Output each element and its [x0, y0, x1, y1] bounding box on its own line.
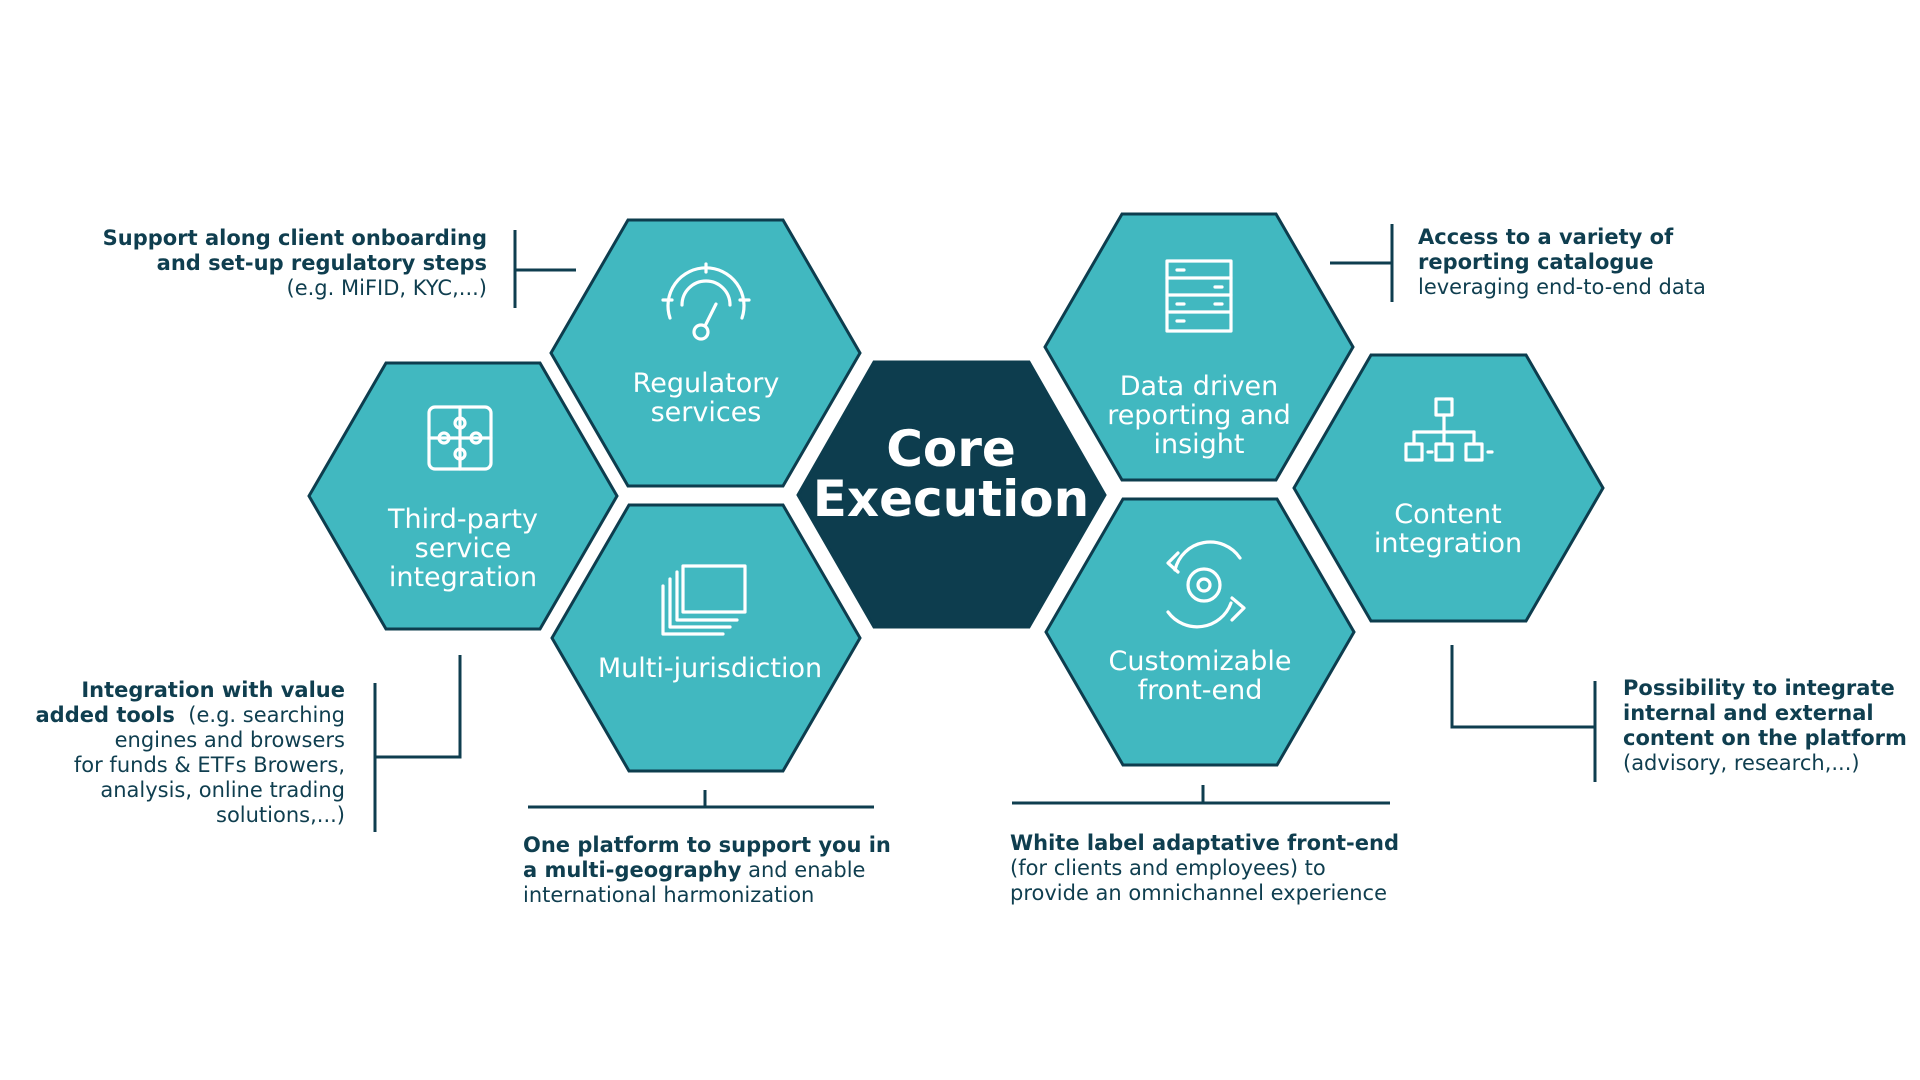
note-content-bold-3: content on the platform	[1623, 726, 1907, 750]
hex-third-party	[307, 361, 619, 631]
note-multi-jurisdiction: One platform to support you in a multi-g…	[523, 833, 943, 908]
core-label-1: Core	[886, 420, 1016, 478]
hex-regulatory	[549, 218, 862, 488]
note-customizable-bold-1: White label adaptative front-end	[1010, 831, 1400, 855]
note-content-text: (advisory, research,...)	[1623, 751, 1860, 775]
connector-data-driven	[1330, 224, 1394, 302]
note-third-party-bold-2: added tools	[35, 703, 175, 727]
note-customizable-text-2: provide an omnichannel experience	[1010, 881, 1388, 905]
note-data-driven: Access to a variety of reporting catalog…	[1418, 225, 1818, 300]
hex-third-party-label-3: integration	[389, 562, 537, 593]
note-third-party-text-2: engines and browsers	[114, 728, 345, 752]
hex-content-label-1: Content	[1394, 499, 1501, 530]
note-regulatory-text: (e.g. MiFID, KYC,...)	[286, 276, 487, 300]
note-multi-jurisdiction-text-1: and enable	[748, 858, 866, 882]
hex-multi-jurisdiction	[550, 503, 862, 773]
note-regulatory: Support along client onboarding and set-…	[80, 226, 487, 301]
note-third-party-text-4: analysis, online trading	[100, 778, 345, 802]
note-third-party-text-1: (e.g. searching	[188, 703, 345, 727]
server-rack-icon	[1165, 259, 1233, 333]
connector-customizable	[1012, 785, 1390, 805]
note-regulatory-bold-2: and set-up regulatory steps	[156, 251, 487, 275]
note-data-driven-bold-2: reporting catalogue	[1418, 250, 1654, 274]
note-third-party-text-5: solutions,...)	[216, 803, 345, 827]
hex-customizable-label-1: Customizable	[1109, 646, 1292, 677]
note-customizable: White label adaptative front-end (for cl…	[1010, 831, 1450, 906]
note-data-driven-bold-1: Access to a variety of	[1418, 225, 1674, 249]
hex-data-driven-label-2: reporting and	[1107, 400, 1291, 431]
core-label-2: Execution	[813, 470, 1090, 528]
note-multi-jurisdiction-bold-2: a multi-geography	[523, 858, 742, 882]
note-third-party-bold-1: Integration with value	[81, 678, 345, 702]
note-content: Possibility to integrate internal and ex…	[1623, 676, 1913, 776]
connector-third-party	[373, 655, 462, 832]
hex-third-party-label-1: Third-party	[387, 504, 538, 535]
hex-regulatory-label-2: services	[651, 397, 762, 428]
hex-content	[1292, 353, 1605, 623]
hex-customizable	[1044, 497, 1356, 767]
hexagons	[307, 212, 1605, 773]
note-multi-jurisdiction-text-2: international harmonization	[523, 883, 815, 907]
hex-data-driven-label-1: Data driven	[1120, 371, 1279, 402]
hex-data-driven	[1043, 212, 1355, 482]
hex-customizable-label-2: front-end	[1138, 675, 1263, 706]
hex-content-label-2: integration	[1374, 528, 1522, 559]
connector-content	[1450, 645, 1597, 782]
hex-third-party-label-2: service	[415, 533, 512, 564]
gauge-icon	[661, 262, 751, 341]
hierarchy-icon	[1404, 397, 1494, 462]
note-content-bold-1: Possibility to integrate	[1623, 676, 1895, 700]
note-data-driven-text: leveraging end-to-end data	[1418, 275, 1706, 299]
note-regulatory-bold-1: Support along client onboarding	[102, 226, 487, 250]
note-third-party-text-3: for funds & ETFs Browers,	[73, 753, 345, 777]
stacked-documents-icon	[661, 564, 747, 636]
connector-multi-jurisdiction	[528, 790, 874, 809]
gear-cycle-icon	[1166, 540, 1246, 629]
note-third-party: Integration with value added tools (e.g.…	[20, 678, 345, 828]
note-content-bold-2: internal and external	[1623, 701, 1874, 725]
hex-regulatory-label-1: Regulatory	[633, 368, 780, 399]
note-customizable-text-1: (for clients and employees) to	[1010, 856, 1326, 880]
note-multi-jurisdiction-bold-1: One platform to support you in	[523, 833, 891, 857]
puzzle-icon	[427, 405, 493, 471]
connector-regulatory	[513, 230, 576, 308]
hex-core	[796, 360, 1107, 629]
connector-lines	[373, 224, 1597, 832]
hex-data-driven-label-3: insight	[1153, 429, 1244, 460]
hex-multi-jurisdiction-label: Multi-jurisdiction	[598, 653, 822, 684]
